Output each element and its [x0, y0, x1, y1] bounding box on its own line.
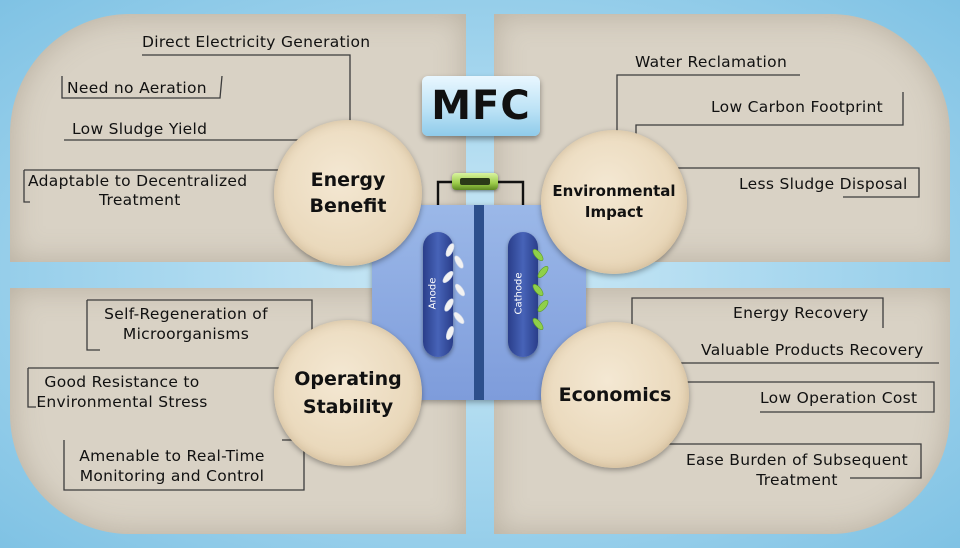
operating-item-1: Self-Regeneration of	[104, 305, 268, 323]
economics-circle: Economics	[541, 322, 689, 468]
operating-title-line2: Stability	[302, 396, 394, 418]
operating-item-3b: Monitoring and Control	[79, 467, 265, 485]
cathode-label: Cathode	[513, 272, 525, 315]
mfc-title: MFC	[422, 76, 540, 136]
environmental-title-line1: Environmental	[552, 182, 676, 200]
environmental-item-1: Water Reclamation	[635, 53, 788, 71]
economics-item-4: Ease Burden of Subsequent	[685, 451, 909, 469]
economics-item-1: Energy Recovery	[733, 304, 869, 322]
energy-title-line1: Energy	[310, 169, 386, 191]
economics-item-4b: Treatment	[756, 471, 838, 489]
membrane	[474, 205, 484, 400]
operating-item-1b: Microorganisms	[122, 325, 250, 343]
energy-title-line2: Benefit	[309, 195, 387, 217]
operating-title-line1: Operating	[294, 368, 402, 390]
operating-item-2: Good Resistance to	[44, 373, 200, 391]
operating-item-2b: Environmental Stress	[36, 393, 208, 411]
resistor-icon	[452, 173, 498, 190]
economics-item-2: Valuable Products Recovery	[701, 341, 924, 359]
anode-electrode: Anode	[423, 232, 453, 357]
environmental-impact-circle: Environmental Impact	[541, 130, 687, 274]
energy-item-4: Adaptable to Decentralized	[28, 172, 248, 190]
environmental-title-line2: Impact	[584, 203, 644, 221]
energy-item-2: Need no Aeration	[67, 79, 207, 97]
energy-item-3: Low Sludge Yield	[72, 120, 208, 138]
economics-item-3: Low Operation Cost	[760, 389, 918, 407]
operating-item-3: Amenable to Real-Time	[79, 447, 265, 465]
operating-stability-circle: Operating Stability	[274, 320, 422, 466]
environmental-item-3: Less Sludge Disposal	[739, 175, 908, 193]
energy-item-4b: Treatment	[99, 191, 181, 209]
cathode-electrode: Cathode	[508, 232, 538, 357]
energy-item-1: Direct Electricity Generation	[142, 33, 371, 51]
anode-label: Anode	[427, 277, 439, 310]
environmental-item-2: Low Carbon Footprint	[711, 98, 884, 116]
energy-benefit-circle: Energy Benefit	[274, 120, 422, 266]
